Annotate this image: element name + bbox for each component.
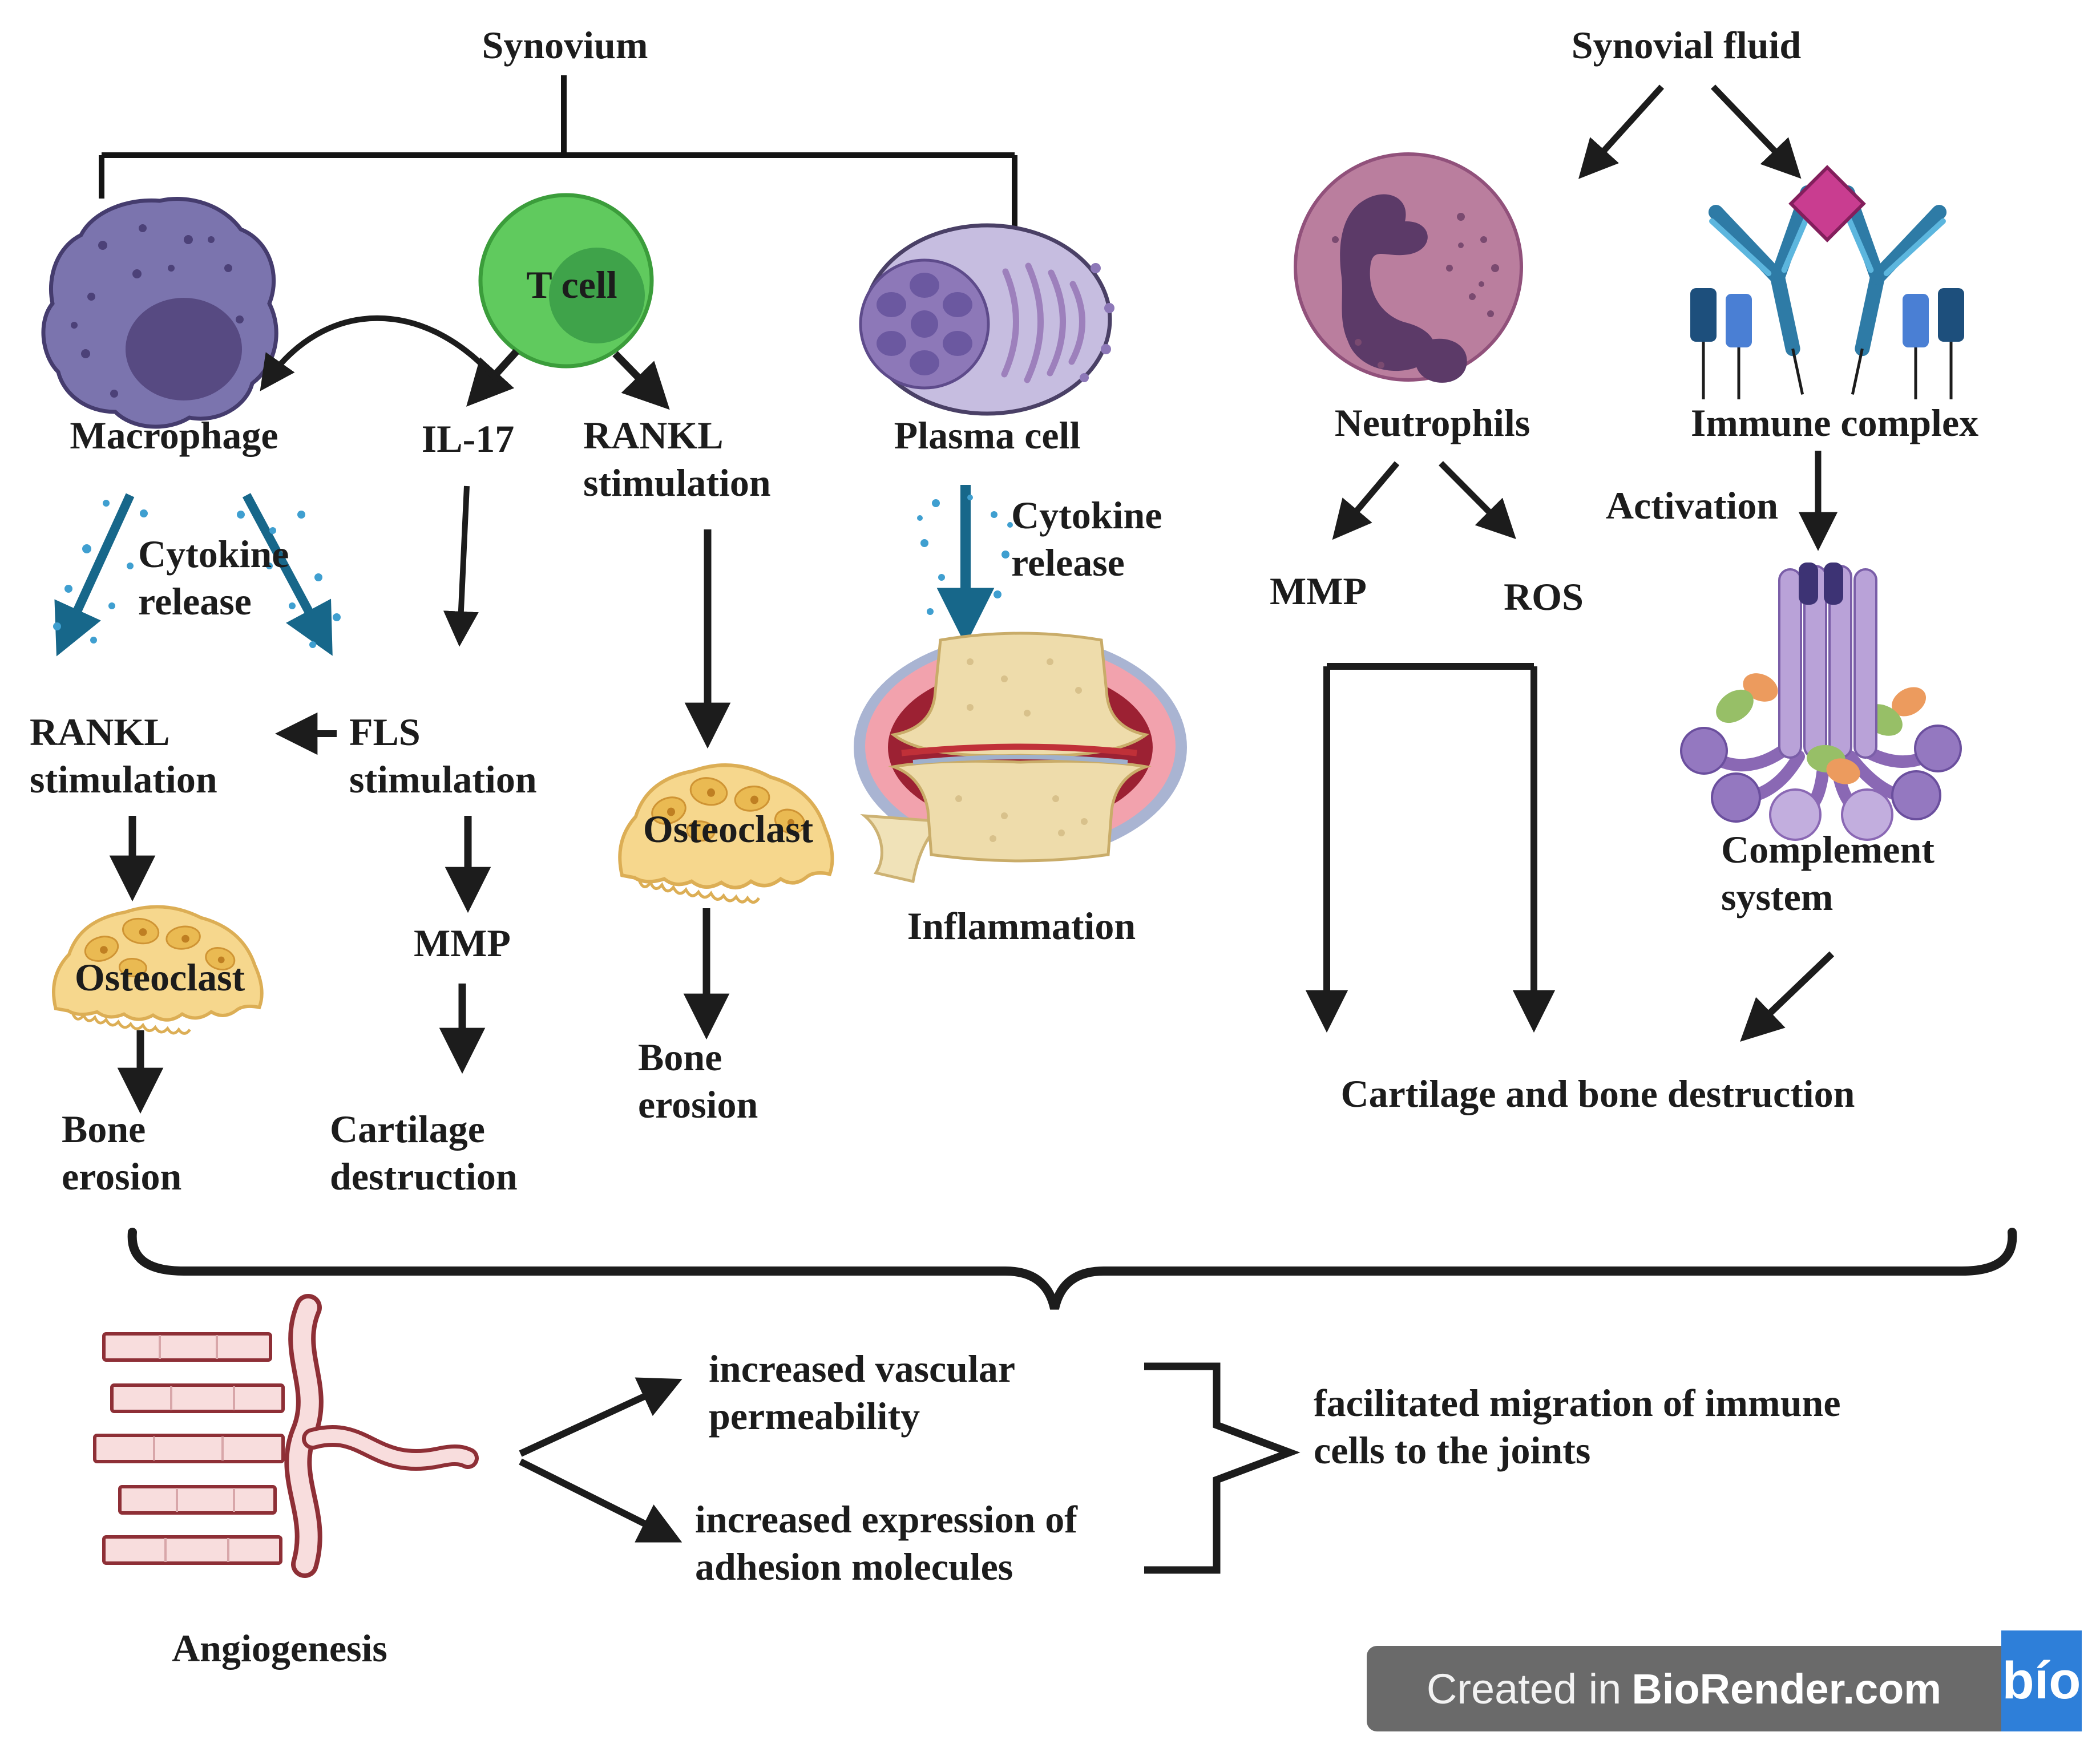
complement-destruction-arrow [1740, 951, 1835, 1042]
t-cell-label: T cell [526, 263, 617, 306]
il17-fls-arrow [443, 485, 479, 647]
inflamed-joint-icon [854, 632, 1187, 884]
activation-label: Activation [1605, 484, 1779, 527]
biorender-badge[interactable]: Created in BioRender.com [1367, 1646, 2001, 1731]
rankl-stimulation-left-label: RANKL stimulation [30, 710, 217, 801]
plasma-cell-label: Plasma cell [894, 414, 1081, 457]
synovial-fluid-arrows [1578, 84, 1802, 179]
synovial-fluid-title: Synovial fluid [1571, 23, 1802, 67]
cytokine-dots [53, 500, 341, 648]
inflammation-label: Inflammation [907, 904, 1136, 948]
immune-complex-icon [1690, 165, 1964, 399]
increased-vascular-label: increased vascular permeability [709, 1347, 1016, 1438]
bone-erosion-mid-label: Bone erosion [638, 1035, 758, 1126]
badge-brand-text: BioRender.com [1631, 1665, 1942, 1713]
mmp-right-label: MMP [1270, 569, 1367, 613]
complement-system-label: Complement system [1721, 828, 1935, 918]
neutrophil-arrows [1332, 461, 1516, 540]
immune-complex-label: Immune complex [1690, 401, 1979, 444]
migration-bracket [1144, 1362, 1301, 1574]
mmp-ros-bracket-arrows [1305, 663, 1556, 1033]
t-cell-arrows [260, 315, 670, 410]
macrophage-icon [41, 197, 278, 429]
summary-brace [127, 1228, 2017, 1310]
cartilage-bone-destruction-label: Cartilage and bone destruction [1340, 1072, 1855, 1115]
macrophage-cytokine-arrows [53, 493, 341, 657]
left-column-arrows [109, 816, 491, 1114]
middle-column-arrows [683, 529, 731, 1040]
neutrophils-label: Neutrophils [1334, 401, 1530, 444]
plasma-cytokine-arrow [917, 485, 1013, 646]
facilitated-migration-label: facilitated migration of immune cells to… [1314, 1381, 1841, 1472]
biorender-logo[interactable]: bío [2001, 1630, 2082, 1731]
complement-system-icon [1680, 563, 1962, 841]
synovium-title: Synovium [482, 23, 648, 67]
t-cell-icon [478, 193, 654, 369]
il17-to-macrophage-arrow [260, 315, 500, 391]
ros-label: ROS [1504, 575, 1584, 618]
mmp-left-label: MMP [414, 921, 511, 965]
bio-logo-text: bío [2002, 1652, 2081, 1710]
cytokine-release-right-label: Cytokine release [1011, 493, 1162, 584]
increased-expression-label: increased expression of adhesion molecul… [695, 1498, 1077, 1588]
macrophage-label: Macrophage [70, 414, 278, 457]
cytokine-release-left-label: Cytokine release [138, 532, 289, 623]
plasma-cell-icon [859, 223, 1114, 416]
badge-created-in-text: Created in [1426, 1665, 1622, 1713]
fls-stimulation-label: FLS stimulation [349, 710, 537, 801]
angiogenesis-label: Angiogenesis [172, 1626, 387, 1670]
osteoclast-left-label: Osteoclast [74, 956, 245, 999]
bone-erosion-left-label: Bone erosion [62, 1107, 182, 1198]
il17-label: IL-17 [421, 417, 515, 460]
angiogenesis-arrows [519, 1377, 682, 1543]
fc-receptors [1690, 288, 1964, 399]
cartilage-destruction-label: Cartilage destruction [330, 1107, 518, 1198]
rankl-stimulation-top-label: RANKL stimulation [583, 414, 771, 504]
osteoclast-mid-label: Osteoclast [643, 807, 814, 851]
neutrophil-icon [1294, 152, 1523, 383]
angiogenesis-icon [93, 1294, 479, 1578]
